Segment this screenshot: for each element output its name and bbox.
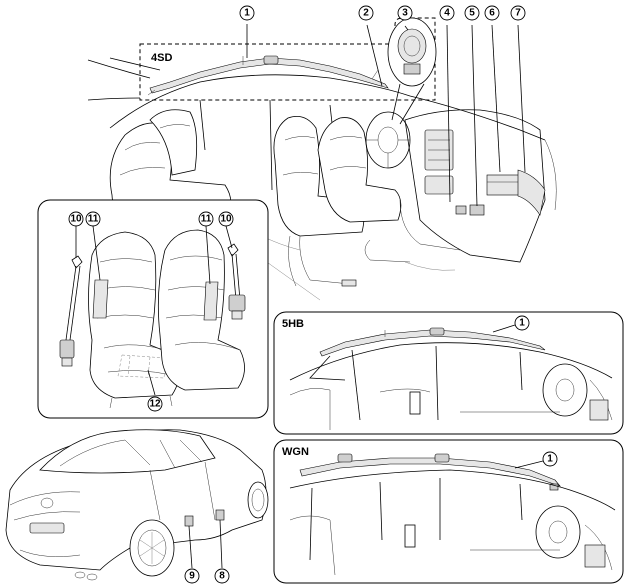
- passenger-airbag-module: [486, 174, 520, 196]
- inset-left-seat: [88, 231, 180, 399]
- callout-6: 6: [484, 5, 500, 21]
- main-callout-leaders: [109, 24, 526, 207]
- exterior-sedan-view: [5, 429, 269, 581]
- wagon-callout-1-leader: [514, 460, 544, 469]
- callout-9-leader: [188, 525, 193, 569]
- callout-6-number: 6: [489, 8, 495, 19]
- callout-2: 2: [358, 5, 374, 21]
- seat-belt-inset-panel: [37, 199, 269, 419]
- callout-7-number: 7: [515, 8, 521, 19]
- callout-1-wagon-number: 1: [547, 454, 553, 465]
- callout-11-right-number: 11: [201, 214, 212, 225]
- callout-8-number: 8: [219, 571, 225, 582]
- callout-9: 9: [184, 568, 200, 584]
- hatchback-curtain-airbag-inset: [273, 311, 624, 435]
- callout-1-wagon: 1: [542, 451, 558, 467]
- driver-seat: [317, 117, 402, 223]
- sedan-curtain-airbag-module: [149, 57, 389, 94]
- callout-1-top-number: 1: [244, 8, 250, 19]
- callout-10-right: 10: [218, 211, 234, 227]
- hatchback-callout-1-leader: [492, 324, 516, 333]
- callout-4-number: 4: [444, 8, 450, 19]
- callout-5-number: 5: [469, 8, 475, 19]
- callout-8: 8: [214, 568, 230, 584]
- callout-10-left: 10: [68, 211, 84, 227]
- callout-7: 7: [510, 5, 526, 21]
- callout-11-left-number: 11: [88, 214, 99, 225]
- callout-2-number: 2: [363, 8, 369, 19]
- callout-12: 12: [147, 396, 163, 412]
- callout-11-right: 11: [198, 211, 214, 227]
- side-sensor-9: [184, 515, 194, 527]
- callout-1-hatchback: 1: [514, 315, 530, 331]
- callout-1-hatchback-number: 1: [519, 318, 525, 329]
- wagon-curtain-airbag-inset: [273, 439, 624, 584]
- callout-9-number: 9: [189, 571, 195, 582]
- callout-1-top: 1: [239, 5, 255, 21]
- inset-right-seat: [157, 229, 245, 391]
- callout-3: 3: [397, 5, 413, 21]
- callout-3-number: 3: [402, 8, 408, 19]
- callout-10-right-number: 10: [220, 214, 232, 225]
- wagon-variant-label: WGN: [282, 446, 309, 458]
- dashboard: [404, 109, 546, 263]
- inset-callout-leaders: [75, 225, 233, 396]
- front-wheel: [247, 481, 269, 519]
- callout-10-left-number: 10: [70, 214, 82, 225]
- callout-5: 5: [464, 5, 480, 21]
- callout-11-left: 11: [85, 211, 101, 227]
- hatchback-variant-label: 5HB: [282, 318, 304, 330]
- side-sensor-8: [215, 509, 225, 521]
- callout-4: 4: [439, 5, 455, 21]
- callout-8-leader: [219, 519, 223, 569]
- sedan-variant-label: 4SD: [151, 52, 172, 64]
- callout-12-number: 12: [149, 399, 161, 410]
